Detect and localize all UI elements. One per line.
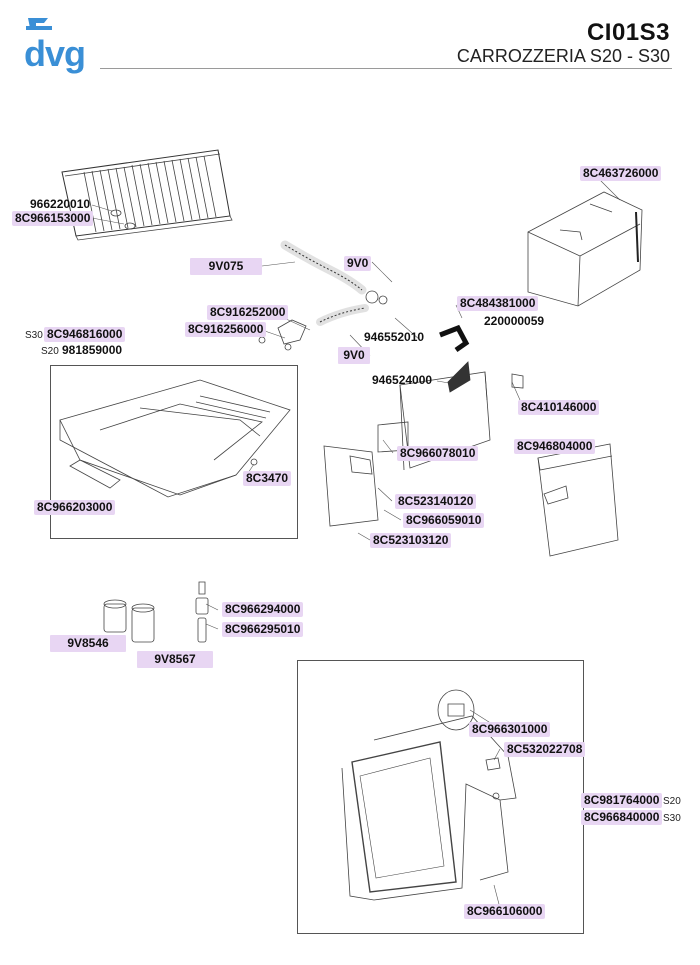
part-label-8C916256000: 8C916256000 — [185, 322, 267, 337]
part-label-946552010: 946552010 — [364, 330, 425, 344]
part-label-8C410146000: 8C410146000 — [518, 400, 600, 415]
hose-drawing — [258, 240, 470, 353]
feet-drawing — [103, 581, 209, 643]
part-label-9V075: 9V075 — [190, 258, 262, 275]
variant-tag-s20: S20 — [41, 346, 59, 357]
part-label-8C966106000: 8C966106000 — [464, 904, 546, 919]
part-label-8C966294000: 8C966294000 — [222, 602, 304, 617]
part-label-9V0-top: 9V0 — [344, 256, 372, 271]
part-label-8C946816000: 8C946816000 — [44, 327, 126, 342]
part-label-9V0-bottom: 9V0 — [338, 347, 370, 364]
brand-name: dvg — [24, 33, 86, 74]
part-label-8C532022708: 8C532022708 — [504, 742, 586, 757]
part-label-8C966203000: 8C966203000 — [34, 500, 116, 515]
part-label-9V8567: 9V8567 — [137, 651, 213, 668]
variant-tag-s30: S30 — [25, 330, 43, 341]
part-label-8C966301000: 8C966301000 — [469, 722, 551, 737]
cup-grid-drawing — [61, 149, 233, 241]
part-label-8C966153000: 8C966153000 — [12, 211, 94, 226]
variant-tag-s20-panel: S20 — [663, 796, 681, 807]
part-label-9V8546: 9V8546 — [50, 635, 126, 652]
part-label-220000059: 220000059 — [484, 314, 545, 328]
part-label-8C946804000: 8C946804000 — [514, 439, 596, 454]
part-label-8C3470: 8C3470 — [243, 471, 292, 486]
part-label-8C523140120: 8C523140120 — [395, 494, 477, 509]
rear-box-drawing — [527, 191, 643, 307]
header-divider — [100, 68, 672, 69]
part-label-8C966059010: 8C966059010 — [403, 513, 485, 528]
part-label-8C966078010: 8C966078010 — [397, 446, 479, 461]
part-label-8C523103120: 8C523103120 — [370, 533, 452, 548]
page-subtitle: CARROZZERIA S20 - S30 — [456, 46, 670, 66]
part-label-8C484381000: 8C484381000 — [457, 296, 539, 311]
part-label-8C981764000: 8C981764000 — [581, 793, 663, 808]
part-label-8C966295010: 8C966295010 — [222, 622, 304, 637]
variant-tag-s30-panel: S30 — [663, 813, 681, 824]
part-label-8C966840000: 8C966840000 — [581, 810, 663, 825]
part-label-8C463726000: 8C463726000 — [580, 166, 662, 181]
part-label-981859000: 981859000 — [62, 343, 123, 357]
brand-logo: dvg — [22, 14, 96, 80]
part-label-966220010: 966220010 — [30, 197, 91, 211]
drip-tray-drawing — [59, 379, 291, 498]
page-title: CI01S3 — [586, 19, 670, 46]
part-label-8C916252000: 8C916252000 — [207, 305, 289, 320]
drip-tray-frame — [50, 365, 298, 539]
dvg-logo-icon — [26, 18, 52, 30]
part-label-946524000: 946524000 — [372, 373, 433, 387]
front-panel-drawing — [341, 689, 517, 901]
